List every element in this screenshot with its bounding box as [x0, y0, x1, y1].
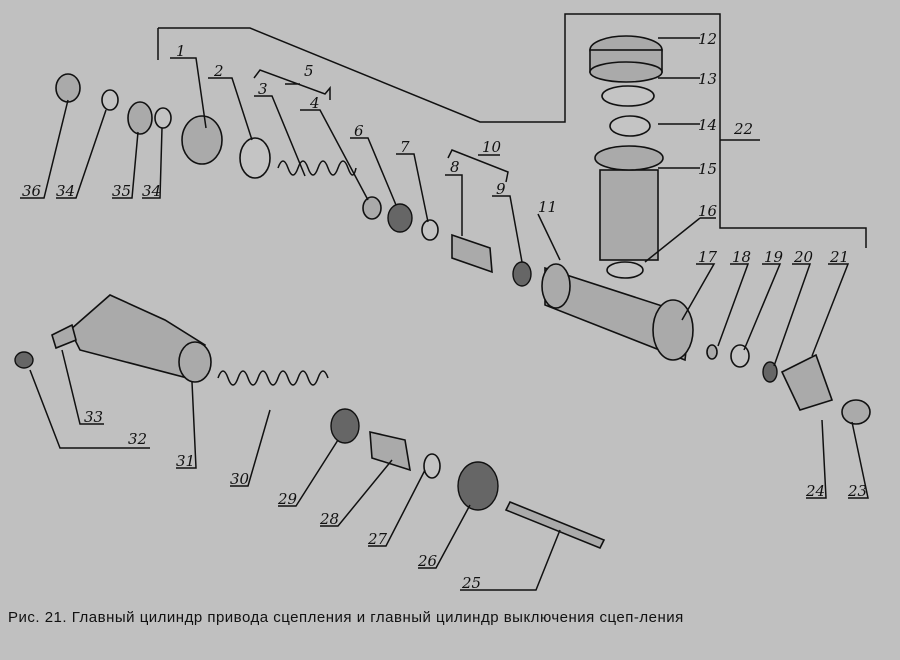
part-26-boot: [457, 461, 499, 511]
part-19-washer: [730, 344, 750, 368]
label-33: 33: [84, 408, 103, 426]
upper-parts: [55, 35, 871, 425]
part-14-spring: [609, 115, 651, 137]
part-32-cap: [14, 351, 34, 369]
label-30: 30: [230, 470, 250, 488]
label-11: 11: [538, 198, 557, 216]
label-34: 34: [56, 182, 75, 200]
label-28: 28: [319, 510, 339, 528]
label-23: 23: [847, 482, 867, 500]
label-34-second: 34: [142, 182, 161, 200]
part-21-boot: [780, 353, 834, 411]
label-6: 6: [354, 122, 364, 140]
label-9: 9: [496, 180, 506, 198]
part-20-nut: [762, 361, 778, 383]
part-7-washer: [421, 219, 439, 241]
label-21: 21: [829, 248, 849, 266]
part-6-cup: [387, 203, 413, 233]
label-26: 26: [417, 552, 438, 570]
label-19: 19: [764, 248, 784, 266]
label-32: 32: [128, 430, 147, 448]
label-17: 17: [698, 248, 718, 266]
assembly-boundary-lines: [157, 13, 867, 248]
part-15-reservoir: [599, 169, 659, 261]
label-10: 10: [482, 138, 502, 156]
label-4: 4: [309, 94, 320, 112]
part-18-pin: [706, 344, 718, 360]
part-27-ring: [423, 453, 441, 479]
label-35: 35: [112, 182, 131, 200]
part-36-bleeder-screw: [55, 73, 81, 103]
label-5: 5: [304, 62, 314, 80]
part-28-piston: [369, 430, 412, 472]
part-34-washer-2: [154, 107, 172, 129]
part-33-bleeder: [51, 323, 77, 350]
figure-caption: Рис. 21. Главный цилиндр привода сцеплен…: [8, 609, 684, 626]
part-labels: 1 2 3 4 5 6 7 8 9 10 11 12 13 14 15 16 1…: [22, 30, 867, 592]
part-29-cup: [330, 408, 360, 444]
label-20: 20: [793, 248, 814, 266]
label-2: 2: [213, 62, 224, 80]
label-22: 22: [733, 120, 753, 138]
label-29: 29: [277, 490, 298, 508]
label-18: 18: [732, 248, 751, 266]
part-17-flange: [652, 299, 694, 361]
part-13-filter: [601, 85, 655, 107]
label-24: 24: [805, 482, 825, 500]
part-9-cup: [512, 261, 532, 287]
part-23-clevis: [841, 399, 871, 425]
part-3-spring: [277, 160, 357, 176]
part-2-gasket: [239, 137, 271, 179]
leader-lines: [20, 37, 869, 591]
part-30-spring: [217, 370, 329, 386]
label-13: 13: [698, 70, 717, 88]
part-34-washer: [101, 89, 119, 111]
label-27: 27: [367, 530, 388, 548]
part-4-retainer: [362, 196, 382, 220]
part-35-fitting: [127, 101, 153, 135]
label-8: 8: [450, 158, 460, 176]
label-14: 14: [698, 116, 717, 134]
part-1-plug: [181, 115, 223, 165]
label-15: 15: [698, 160, 717, 178]
part-16-gasket: [606, 261, 644, 279]
part-25-pushrod: [504, 500, 606, 550]
label-3: 3: [258, 80, 268, 98]
label-12: 12: [698, 30, 717, 48]
label-16: 16: [698, 202, 718, 220]
label-25: 25: [461, 574, 481, 592]
label-31: 31: [176, 452, 195, 470]
lower-parts: [14, 294, 606, 550]
label-1: 1: [176, 42, 186, 60]
label-7: 7: [400, 138, 410, 156]
part-8-piston: [451, 233, 493, 274]
label-36: 36: [22, 182, 42, 200]
part-31-cylinder: [69, 294, 206, 381]
